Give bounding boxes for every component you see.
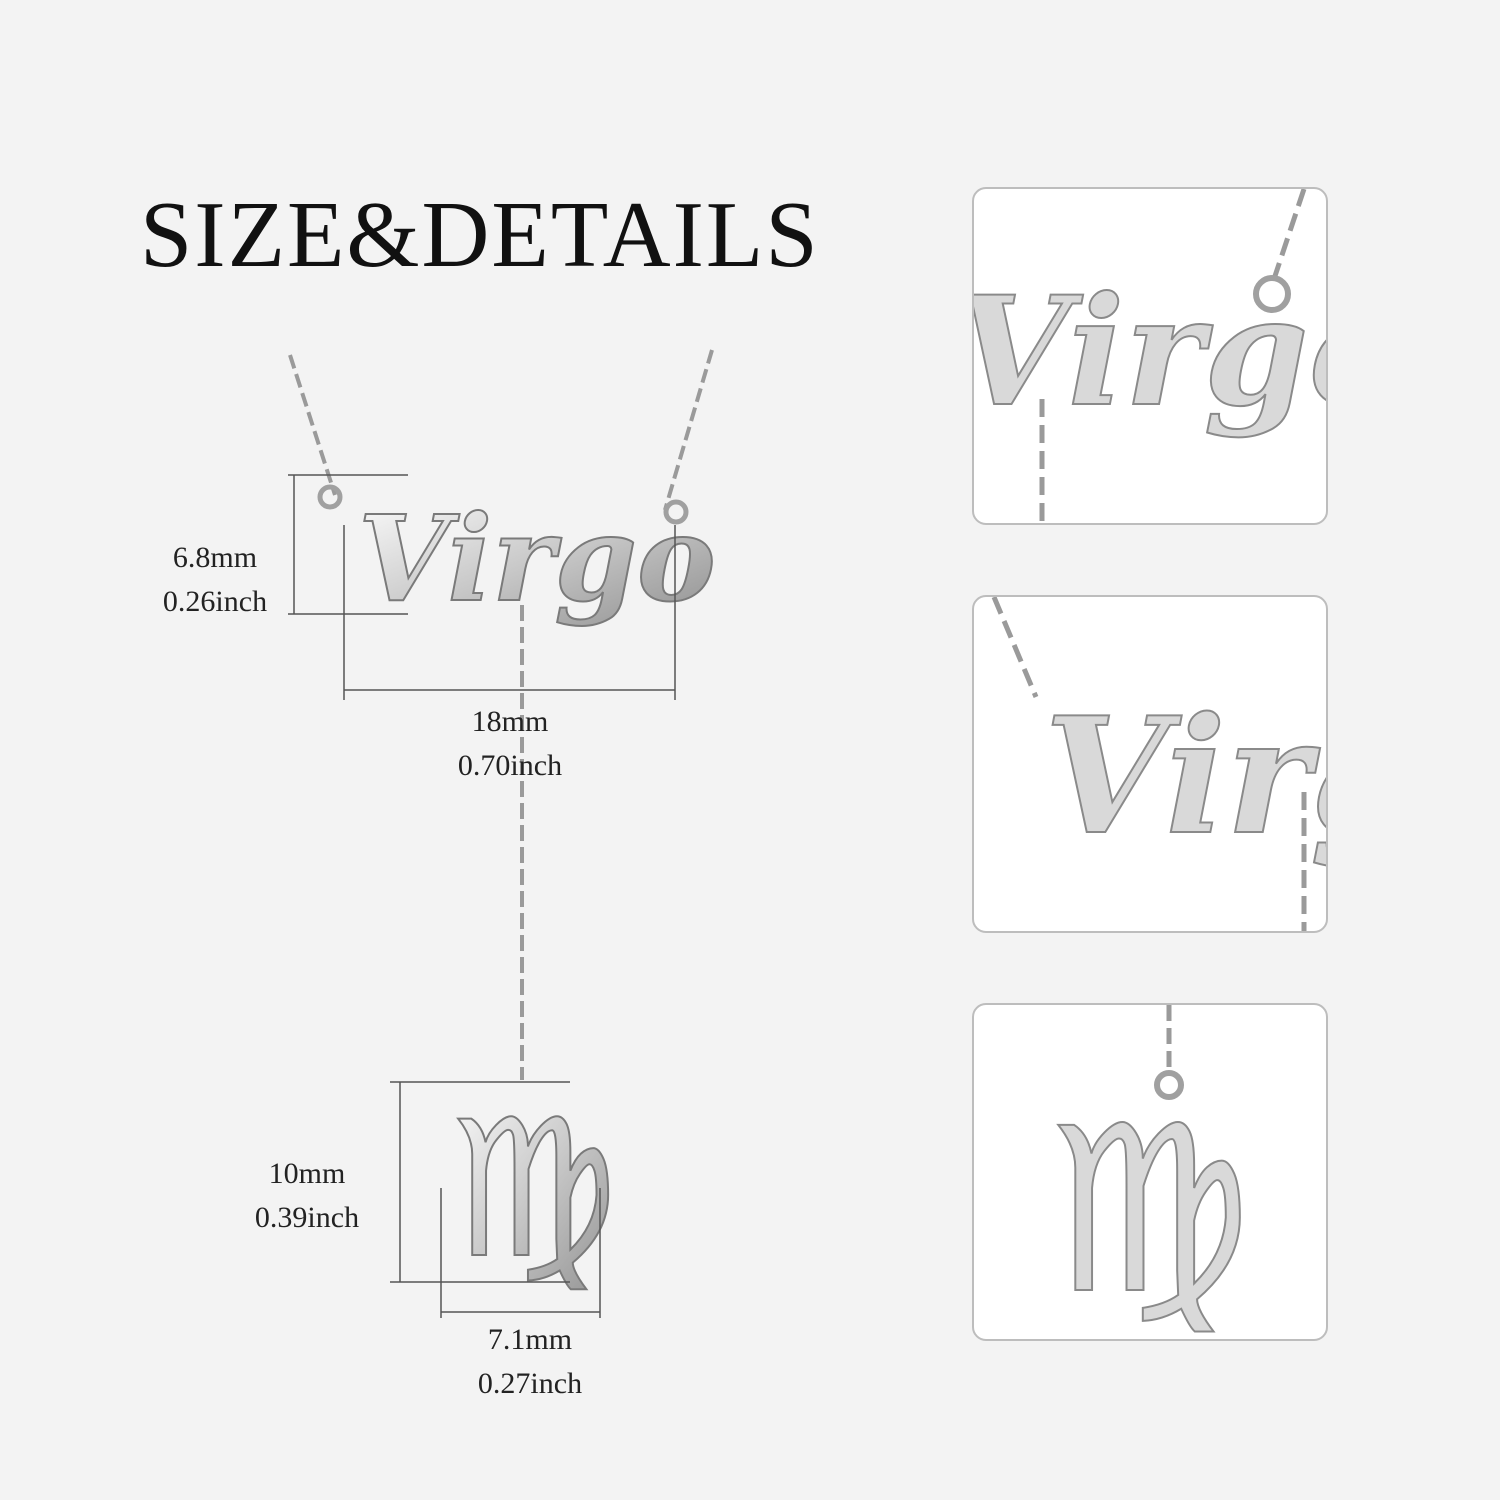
dim-word-width-mm: 18mm — [471, 705, 549, 738]
detail-panel-symbol: ♍ — [972, 1003, 1328, 1341]
dim-symbol-width-inch: 0.27inch — [477, 1367, 583, 1400]
dim-symbol-height-inch: 0.39inch — [254, 1201, 360, 1234]
jump-ring-right — [663, 499, 689, 525]
dim-lines-symbol-height — [390, 1081, 570, 1283]
dim-symbol-height: 10mm 0.39inch — [232, 1152, 382, 1240]
jump-ring-left — [317, 484, 343, 510]
dim-word-width-inch: 0.70inch — [457, 749, 563, 782]
dim-lines-word-width — [343, 525, 676, 700]
dim-word-width: 18mm 0.70inch — [430, 700, 590, 788]
dim-word-height-inch: 0.26inch — [162, 585, 268, 618]
dim-symbol-height-mm: 10mm — [268, 1157, 346, 1190]
dim-word-height: 6.8mm 0.26inch — [140, 536, 290, 624]
dim-symbol-width-mm: 7.1mm — [487, 1323, 573, 1356]
chain-right — [663, 349, 714, 511]
dim-symbol-width: 7.1mm 0.27inch — [450, 1318, 610, 1406]
zoom-symbol-pendant: ♍ — [1046, 1078, 1252, 1341]
detail-panel-word-right: Virgo — [972, 187, 1328, 525]
dim-lines-word-height — [288, 474, 408, 615]
necklace-illustration: Virgo ♍ — [288, 349, 717, 1318]
zoom-word-pendant-left: Virgo — [1044, 682, 1328, 870]
virgo-symbol-pendant: ♍ — [448, 1079, 618, 1300]
detail-panel-word-left: Virgo — [972, 595, 1328, 933]
page-title: SIZE&DETAILS — [140, 183, 820, 287]
zoom-word-pendant: Virgo — [974, 264, 1328, 440]
dim-word-height-mm: 6.8mm — [172, 541, 258, 574]
virgo-word-pendant: Virgo — [358, 489, 716, 628]
dim-lines-symbol-width — [440, 1188, 601, 1318]
chain-left — [288, 354, 337, 496]
